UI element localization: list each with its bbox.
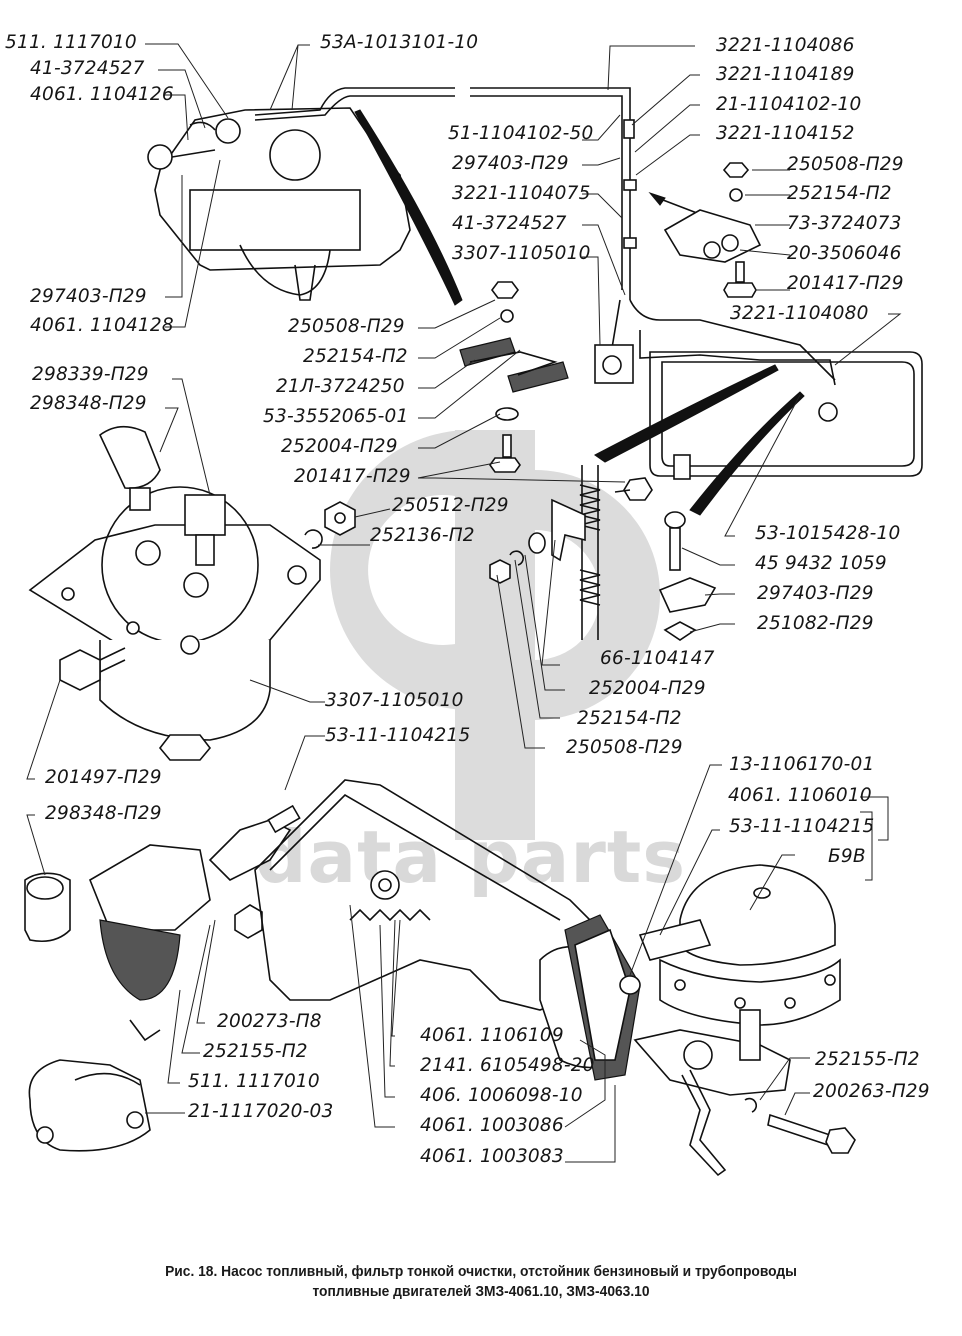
part-label: 21-1104102-10: [716, 94, 862, 115]
part-label: 53-3552065-01: [263, 406, 409, 427]
part-label: 4061. 1106010: [728, 785, 872, 806]
part-label: 251082-П29: [757, 613, 874, 634]
part-label: 4061. 1104126: [30, 84, 174, 105]
part-label: 73-3724073: [787, 213, 902, 234]
part-label: 201417-П29: [787, 273, 904, 294]
part-label: 200273-П8: [217, 1011, 322, 1032]
part-label: 21-1117020-03: [188, 1101, 334, 1122]
part-label: 252154-П2: [577, 708, 682, 729]
part-label: 4061. 1003083: [420, 1146, 564, 1167]
part-label: 250508-П29: [288, 316, 405, 337]
part-label: 250508-П29: [787, 154, 904, 175]
part-label: 51-1104102-50: [448, 123, 594, 144]
fine-filter: [28, 425, 321, 761]
figure-caption-line1: Рис. 18. Насос топливный, фильтр тонкой …: [165, 1263, 797, 1280]
part-label: 4061. 1106109: [420, 1025, 564, 1046]
part-label: 252155-П2: [203, 1041, 308, 1062]
part-label: 297403-П29: [30, 286, 147, 307]
tank-bolt: [658, 511, 717, 641]
part-label: 4061. 1104128: [30, 315, 174, 336]
part-label: 252154-П2: [787, 183, 892, 204]
part-label: 298348-П29: [30, 393, 147, 414]
part-label: 3307-1105010: [452, 243, 591, 264]
engine-outline: [147, 107, 411, 301]
rubber-clamp: [663, 162, 762, 298]
part-label: 250508-П29: [566, 737, 683, 758]
part-label: 252136-П2: [370, 525, 475, 546]
part-label: 13-1106170-01: [729, 754, 875, 775]
part-label: 3221-1104189: [716, 64, 855, 85]
part-label: 3221-1104152: [716, 123, 855, 144]
part-label: 252004-П29: [281, 436, 398, 457]
part-label: 3221-1104075: [452, 183, 591, 204]
part-label: 252154-П2: [303, 346, 408, 367]
part-label: 511. 1117010: [5, 32, 137, 53]
part-label: 20-3506046: [787, 243, 902, 264]
part-label: 406. 1006098-10: [420, 1085, 583, 1106]
spring-bracket: [489, 465, 653, 640]
part-label: 297403-П29: [452, 153, 569, 174]
part-label: 298339-П29: [32, 364, 149, 385]
part-label: 200263-П29: [813, 1081, 930, 1102]
part-label: 66-1104147: [600, 648, 715, 669]
part-label: 298348-П29: [45, 803, 162, 824]
part-label: 3221-1104080: [730, 303, 869, 324]
part-label: 45 9432 1059: [755, 553, 887, 574]
assembly-arrows: [354, 109, 805, 516]
part-label: 297403-П29: [757, 583, 874, 604]
part-label: 53-11-1104215: [325, 725, 471, 746]
part-label: 201417-П29: [294, 466, 411, 487]
part-label: 3307-1105010: [325, 690, 464, 711]
part-label: 2141. 6105498-20: [420, 1055, 595, 1076]
fuel-tank: [649, 351, 923, 480]
part-label: 201497-П29: [45, 767, 162, 788]
part-label: 21Л-3724250: [276, 376, 405, 397]
fuel-pump: [619, 864, 856, 1177]
part-label: 250512-П29: [392, 495, 509, 516]
part-label: 252004-П29: [589, 678, 706, 699]
part-label: 41-3724527: [30, 58, 145, 79]
part-label: 53-11-1104215: [729, 816, 875, 837]
part-label: 252155-П2: [815, 1049, 920, 1070]
part-label: 53А-1013101-10: [320, 32, 479, 53]
part-label: 4061. 1003086: [420, 1115, 564, 1136]
fuel-pipe: [254, 87, 836, 386]
part-label: Б9В: [828, 846, 866, 867]
figure-caption-line2: топливные двигателей ЗМЗ-4061.10, ЗМЗ-40…: [312, 1283, 650, 1300]
engine-block: [254, 779, 641, 1081]
part-label: 3221-1104086: [716, 35, 855, 56]
part-label: 53-1015428-10: [755, 523, 901, 544]
center-clamp: [459, 281, 569, 473]
part-label: 511. 1117010: [188, 1071, 320, 1092]
filter-nuts: [304, 501, 356, 549]
sediment-bowl: [24, 804, 301, 1152]
part-label: 41-3724527: [452, 213, 567, 234]
leader-lines: [26, 43, 902, 1163]
